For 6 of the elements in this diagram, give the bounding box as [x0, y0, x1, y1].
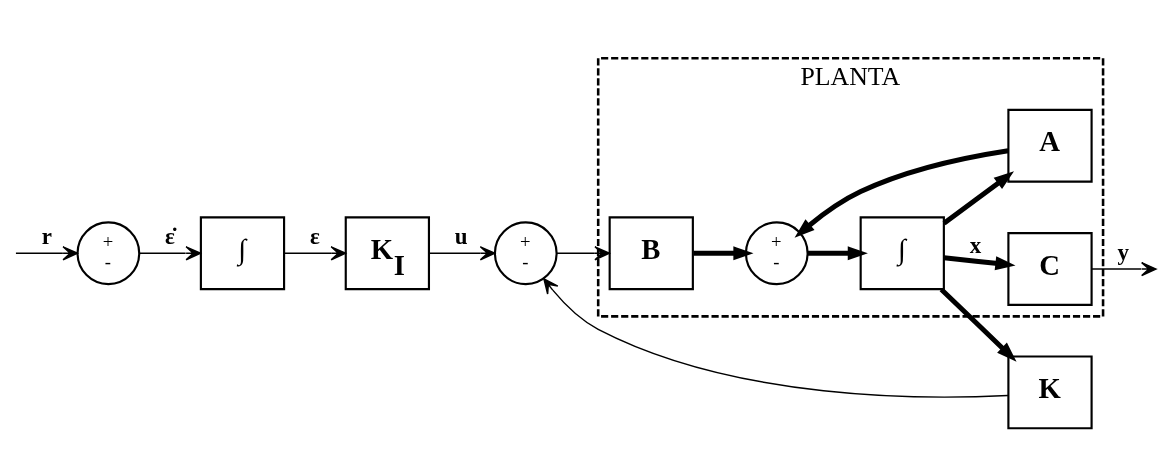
- edge-label: ε̇: [165, 223, 175, 249]
- edge-label: r: [41, 223, 52, 249]
- edge-label: u: [454, 223, 468, 249]
- edge-label: x: [969, 232, 982, 258]
- edge-label: y: [1117, 239, 1129, 265]
- edge-label: ε: [309, 223, 320, 249]
